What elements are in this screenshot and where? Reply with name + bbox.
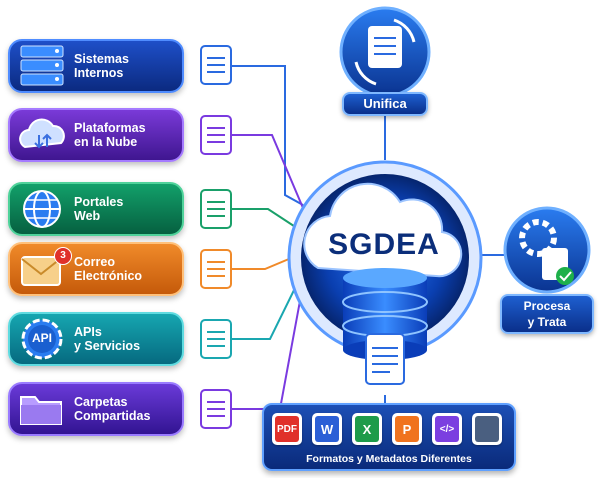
image-icon <box>472 413 502 445</box>
cloud-sync-icon <box>10 110 74 160</box>
sgdea-hub <box>287 160 483 385</box>
format-icon-text: </> <box>435 416 459 442</box>
format-icon-text: X <box>355 416 379 442</box>
format-icon-text: PDF <box>275 416 299 442</box>
connector-correo <box>232 255 297 270</box>
sgdea-title: SGDEA <box>328 228 440 261</box>
gear-icon <box>519 219 557 257</box>
source-label: APIs y Servicios <box>74 325 141 353</box>
pdf-icon: PDF <box>272 413 302 445</box>
api-icon-text: API <box>31 331 52 345</box>
connector-portales <box>232 208 301 231</box>
source-label: Correo Electrónico <box>74 255 143 283</box>
document-icon <box>365 333 405 385</box>
unify-node <box>339 6 431 98</box>
connector-apis <box>232 281 299 340</box>
check-icon <box>556 267 574 285</box>
source-docs <box>166 45 232 429</box>
source-plataformas-nube: Plataformas en la Nube <box>8 108 184 162</box>
source-carpetas-compartidas: Carpetas Compartidas <box>8 382 184 436</box>
api-gear-icon: API <box>10 314 74 364</box>
source-label: Portales Web <box>74 195 124 223</box>
process-label: Procesa y Trata <box>500 294 594 334</box>
format-icon-text <box>475 416 499 442</box>
notification-badge: 3 <box>54 247 72 265</box>
excel-icon: X <box>352 413 382 445</box>
formats-label: Formatos y Metadatos Diferentes <box>306 453 472 465</box>
code-icon: </> <box>432 413 462 445</box>
source-apis-servicios: API APIs y Servicios <box>8 312 184 366</box>
format-icon-text: P <box>395 416 419 442</box>
refresh-arrows-icon <box>354 18 416 86</box>
server-icon <box>10 41 74 91</box>
connector-sistemas <box>232 65 304 206</box>
source-label: Carpetas Compartidas <box>74 395 151 423</box>
source-sistemas-internos: Sistemas Internos <box>8 39 184 93</box>
source-correo-electronico: 3 Correo Electrónico <box>8 242 184 296</box>
cloud-shape <box>303 182 463 278</box>
connector-carpetas <box>232 289 303 410</box>
process-node <box>503 206 591 294</box>
source-label: Plataformas en la Nube <box>74 121 146 149</box>
powerpoint-icon: P <box>392 413 422 445</box>
format-icon-text: W <box>315 416 339 442</box>
source-portales-web: Portales Web <box>8 182 184 236</box>
globe-icon <box>10 184 74 234</box>
doc-correo <box>166 249 232 289</box>
word-icon: W <box>312 413 342 445</box>
connector-nube <box>232 134 304 209</box>
unify-label: Unifica <box>342 92 428 116</box>
source-label: Sistemas Internos <box>74 52 129 80</box>
mail-icon: 3 <box>10 244 74 294</box>
folder-icon <box>10 384 74 434</box>
